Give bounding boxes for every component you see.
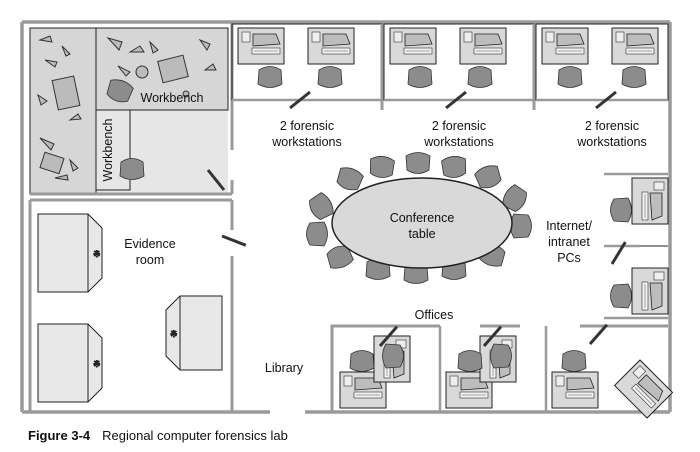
- conference-table: Conference table: [305, 152, 532, 284]
- workbench-label-side: Workbench: [101, 118, 115, 181]
- forensic-label-2b: workstations: [423, 135, 493, 149]
- svg-text:※: ※: [170, 329, 178, 339]
- evidence-room: ※ ※ ※ Evidence room: [28, 198, 248, 412]
- svg-text:※: ※: [93, 249, 101, 259]
- forensic-label-3b: workstations: [576, 135, 646, 149]
- evidence-cabinet: ※ ※ ※: [37, 213, 223, 403]
- forensic-label-1b: workstations: [271, 135, 341, 149]
- internet-label-3: PCs: [557, 251, 581, 265]
- library-label: Library: [265, 361, 304, 375]
- offices-label: Offices: [415, 308, 454, 322]
- tools-clutter: [37, 35, 217, 181]
- figure-title: Regional computer forensics lab: [102, 428, 288, 443]
- forensic-label-2a: 2 forensic: [432, 119, 486, 133]
- figure-caption: Figure 3-4 Regional computer forensics la…: [28, 428, 288, 443]
- forensic-bays: 2 forensic workstations 2 forensic works…: [231, 23, 669, 149]
- internet-pcs: Internet/ intranet PCs: [546, 172, 669, 320]
- workbench-label-top: Workbench: [141, 91, 204, 105]
- forensic-label-3a: 2 forensic: [585, 119, 639, 133]
- conference-label-1: Conference: [390, 211, 455, 225]
- offices: Offices: [330, 308, 674, 419]
- workbench-room: Workbench Workbench: [29, 22, 234, 196]
- svg-text:※: ※: [93, 359, 101, 369]
- figure-number: Figure 3-4: [28, 428, 91, 443]
- conference-label-2: table: [408, 227, 435, 241]
- internet-label-1: Internet/: [546, 219, 592, 233]
- evidence-label-1: Evidence: [124, 237, 175, 251]
- forensic-label-1a: 2 forensic: [280, 119, 334, 133]
- outer-walls: [20, 20, 672, 414]
- internet-label-2: intranet: [548, 235, 590, 249]
- evidence-label-2: room: [136, 253, 164, 267]
